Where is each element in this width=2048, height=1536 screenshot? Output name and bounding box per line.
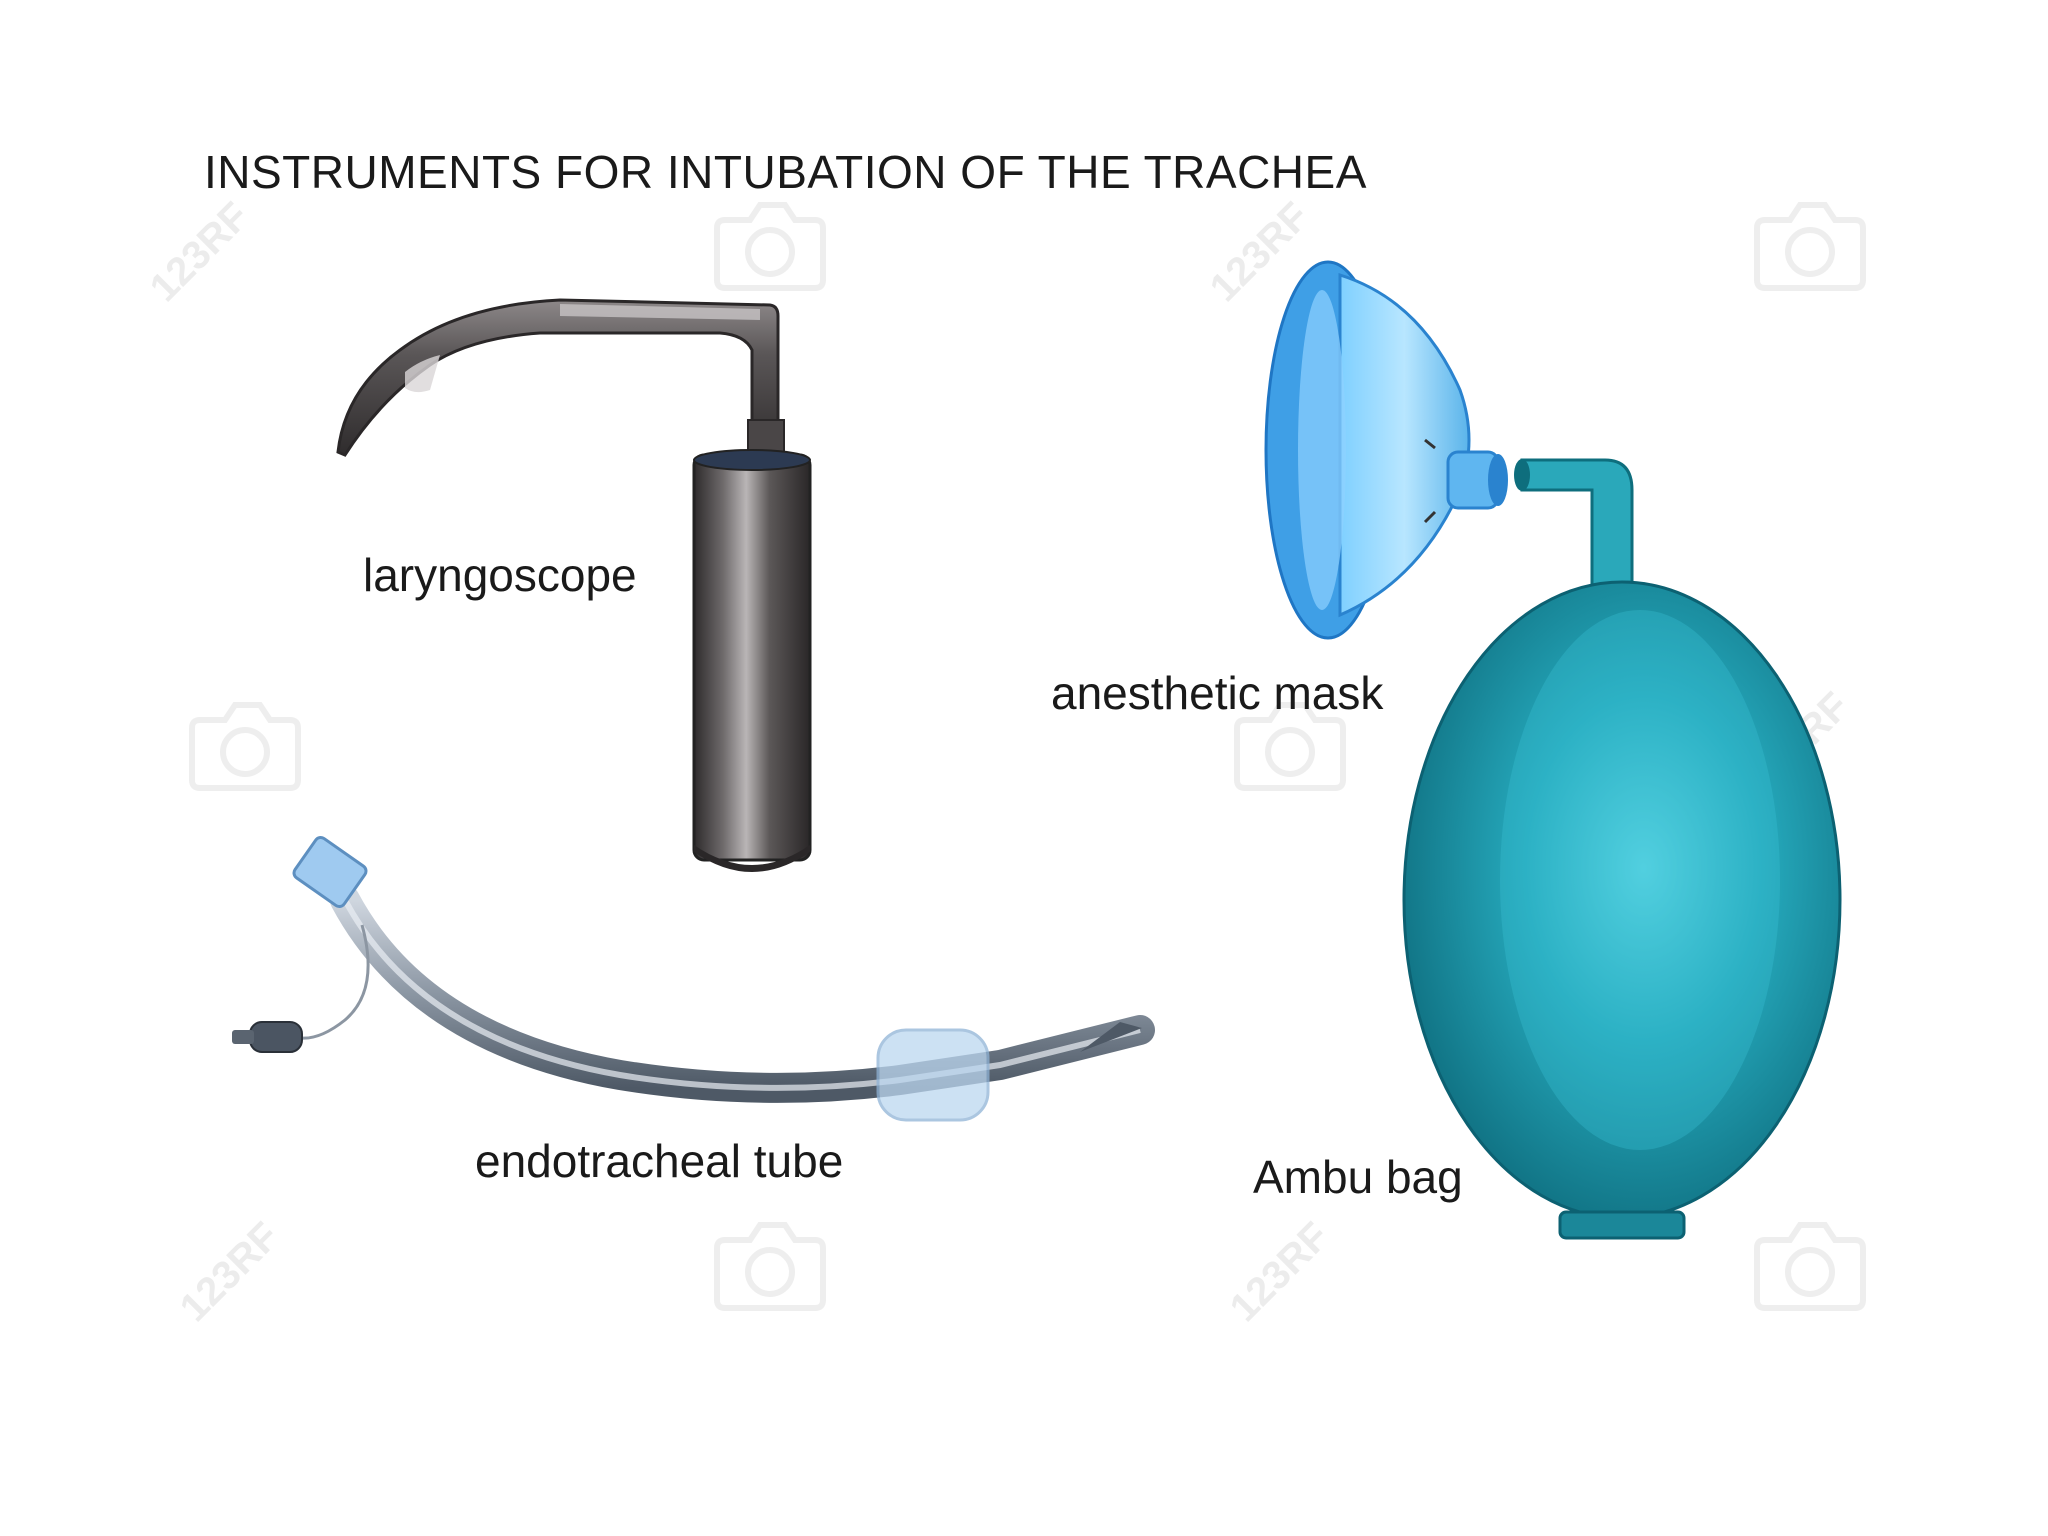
laryngoscope-label: laryngoscope [363, 549, 637, 601]
endotracheal-tube [232, 835, 1155, 1122]
pilot-balloon [249, 1021, 303, 1053]
laryngoscope-handle [692, 453, 812, 862]
mask-shell [1338, 272, 1471, 618]
tube-cuff [876, 1028, 990, 1122]
ambu-bag [1402, 458, 1842, 1240]
watermark-camera-icon [714, 1222, 826, 1311]
watermark-camera-icon [714, 202, 826, 291]
ambu-connector [1520, 458, 1634, 592]
endotracheal-tube-label: endotracheal tube [475, 1135, 844, 1187]
tube-connector [292, 835, 368, 909]
watermark-camera-icon [1234, 702, 1346, 791]
pilot-line [299, 924, 370, 1040]
laryngoscope [336, 298, 812, 872]
ambu-base [1558, 1210, 1686, 1240]
watermark-camera-icon [189, 702, 301, 791]
diagram-title: INSTRUMENTS FOR INTUBATION OF THE TRACHE… [204, 146, 1367, 198]
watermark-camera-icon [1754, 1222, 1866, 1311]
anesthetic-mask-label: anesthetic mask [1051, 667, 1384, 719]
anesthetic-mask [1264, 260, 1508, 640]
laryngoscope-blade [336, 298, 780, 457]
watermark-camera-icon [1754, 202, 1866, 291]
ambu-bag-label: Ambu bag [1253, 1151, 1463, 1203]
